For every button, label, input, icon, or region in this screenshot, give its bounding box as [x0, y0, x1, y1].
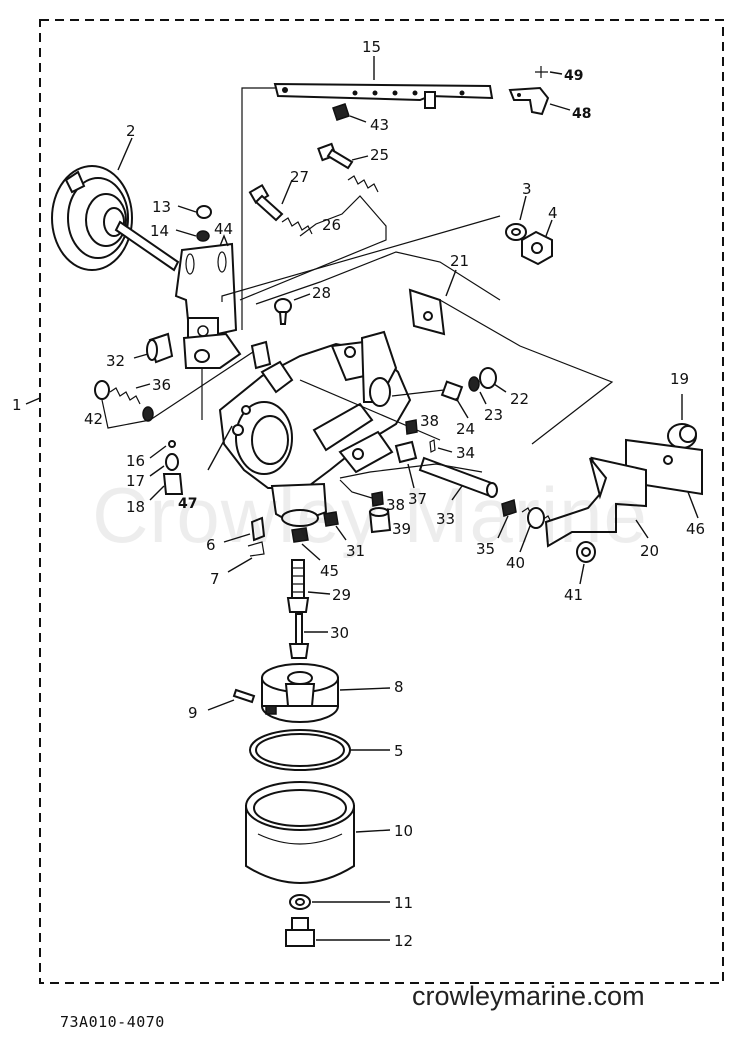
callout-47: 47 — [178, 496, 197, 512]
part-throttle-lever — [273, 82, 494, 109]
callout-17: 17 — [126, 472, 145, 490]
part-float-8 — [261, 663, 339, 723]
callout-29: 29 — [332, 586, 351, 604]
part-gasket-21 — [408, 288, 446, 336]
part-41 — [576, 541, 596, 563]
callout-3: 3 — [522, 180, 532, 198]
callout-39: 39 — [392, 520, 411, 538]
callout-25: 25 — [370, 146, 389, 164]
part-40 — [521, 507, 553, 529]
callout-46: 46 — [686, 520, 705, 538]
part-screw-36 — [94, 380, 154, 422]
part-bushing-39 — [368, 507, 392, 534]
part-drain-screw-12 — [285, 917, 315, 947]
callout-1: 1 — [12, 396, 22, 414]
part-diaphragm-2 — [51, 165, 180, 272]
callout-2: 2 — [126, 122, 136, 140]
callout-36: 36 — [152, 376, 171, 394]
callout-14: 14 — [150, 222, 169, 240]
callout-31: 31 — [346, 542, 365, 560]
part-38-upper — [405, 419, 418, 435]
callout-37: 37 — [408, 490, 427, 508]
callout-18: 18 — [126, 498, 145, 516]
part-nozzle-29 — [286, 559, 310, 613]
callout-49: 49 — [564, 68, 583, 84]
part-pin-9 — [232, 688, 256, 704]
callout-10: 10 — [394, 822, 413, 840]
part-screw-25 — [317, 142, 354, 170]
part-45 — [291, 527, 309, 543]
callout-26: 26 — [322, 216, 341, 234]
callout-32: 32 — [106, 352, 125, 370]
callout-28: 28 — [312, 284, 331, 302]
part-screw-28 — [274, 298, 292, 325]
part-jet-30 — [288, 613, 310, 659]
part-washer-3 — [505, 223, 527, 241]
part-37 — [394, 440, 418, 464]
callout-4: 4 — [548, 204, 558, 222]
callout-15: 15 — [362, 38, 381, 56]
part-float-bowl-10 — [245, 781, 355, 884]
part-linkage-48 — [508, 86, 550, 116]
callout-42: 42 — [84, 410, 103, 428]
part-38-lower — [371, 491, 384, 507]
callout-34: 34 — [456, 444, 475, 462]
part-spring-35 — [501, 499, 517, 517]
callout-43: 43 — [370, 116, 389, 134]
part-knob-19 — [667, 423, 697, 449]
callout-16: 16 — [126, 452, 145, 470]
callout-11: 11 — [394, 894, 413, 912]
callout-6: 6 — [206, 536, 216, 554]
callout-35: 35 — [476, 540, 495, 558]
callout-27: 27 — [290, 168, 309, 186]
callout-23: 23 — [484, 406, 503, 424]
part-screw-13 — [196, 205, 212, 219]
part-washer-14 — [196, 230, 210, 242]
part-washer-11 — [289, 894, 311, 910]
site-url[interactable]: crowleymarine.com — [412, 981, 645, 1011]
part-pin-34 — [429, 439, 436, 453]
callout-12: 12 — [394, 932, 413, 950]
callout-45: 45 — [320, 562, 339, 580]
callout-44: 44 — [214, 220, 233, 238]
part-needle-6 — [250, 516, 266, 542]
part-base-plate — [182, 332, 242, 369]
callout-38-lower: 38 — [386, 496, 405, 514]
callout-22: 22 — [510, 390, 529, 408]
callout-21: 21 — [450, 252, 469, 270]
part-clip-7 — [247, 541, 265, 557]
callout-38: 38 — [420, 412, 439, 430]
part-gasket-5 — [249, 729, 351, 771]
part-16-17-18 — [162, 440, 184, 495]
callout-8: 8 — [394, 678, 404, 696]
callout-40: 40 — [506, 554, 525, 572]
callout-20: 20 — [640, 542, 659, 560]
callout-30: 30 — [330, 624, 349, 642]
part-22-23-24 — [440, 367, 497, 402]
part-31 — [323, 511, 339, 527]
callout-13: 13 — [152, 198, 171, 216]
part-nut-4 — [521, 230, 553, 266]
diagram-code: 73A010-4070 — [60, 1013, 165, 1031]
part-bracket-20 — [544, 456, 647, 548]
callout-48: 48 — [572, 106, 591, 122]
part-screw-27 — [248, 183, 284, 222]
dashed-frame — [39, 19, 724, 984]
part-43 — [332, 103, 350, 121]
callout-24: 24 — [456, 420, 475, 438]
callout-33: 33 — [436, 510, 455, 528]
callout-19: 19 — [670, 370, 689, 388]
callout-5: 5 — [394, 742, 404, 760]
callout-41: 41 — [564, 586, 583, 604]
part-cap-32 — [146, 332, 174, 364]
part-springs-26 — [281, 175, 379, 235]
callout-9: 9 — [188, 704, 198, 722]
part-carburetor-body — [218, 330, 412, 527]
callout-7: 7 — [210, 570, 220, 588]
